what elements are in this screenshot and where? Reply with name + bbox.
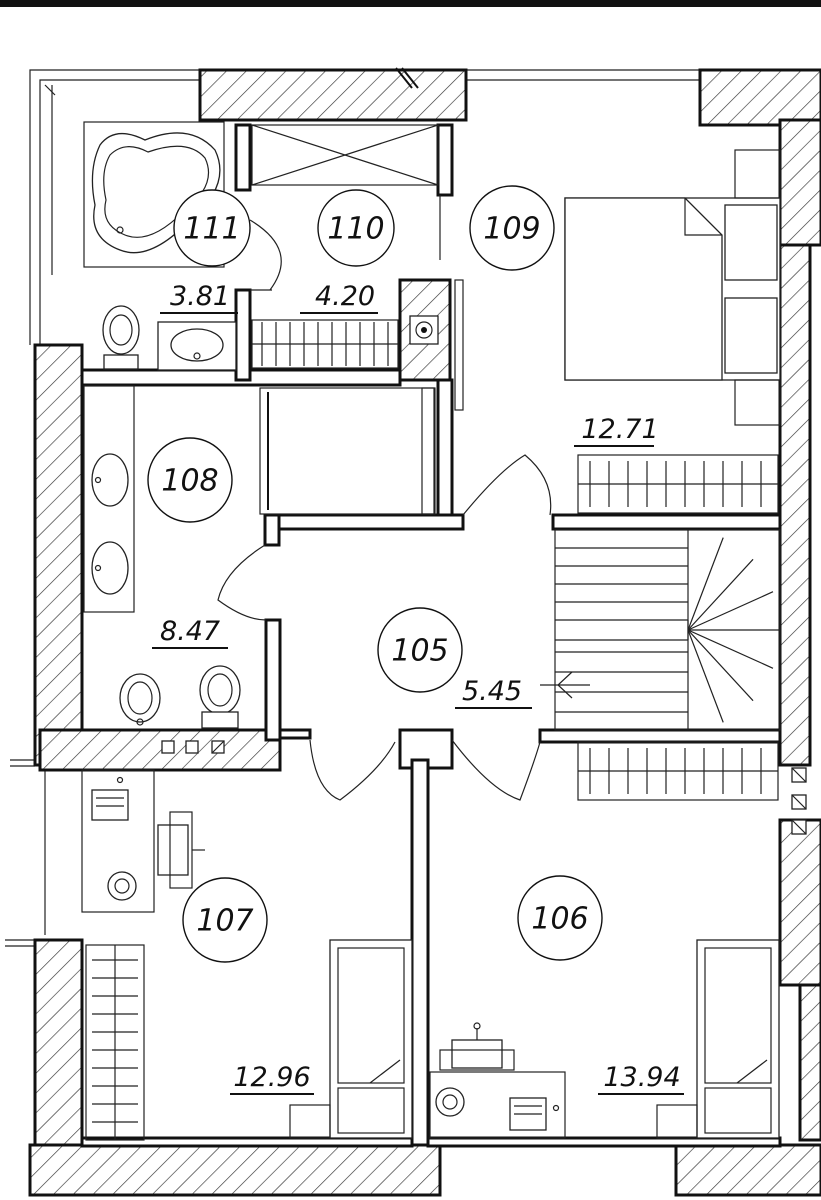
room-109-label: 109 12.71 [469, 185, 659, 447]
shower-108 [259, 387, 436, 515]
room-106-label: 106 13.94 [517, 875, 684, 1095]
exterior-walls [28, 68, 821, 1197]
room-108-label: 108 8.47 [147, 437, 233, 649]
room-111-area: 3.81 [170, 281, 230, 312]
room-106-circle [517, 875, 603, 961]
door-106 [451, 739, 541, 801]
staircase [540, 529, 781, 731]
room-105-number: 105 [391, 634, 448, 669]
interior-walls [80, 123, 782, 1148]
room-107-number: 107 [196, 904, 253, 939]
radiator-109 [577, 454, 779, 514]
door-107 [309, 739, 396, 801]
desk-107 [81, 769, 155, 913]
vanity-108 [83, 385, 135, 613]
chair-107 [157, 811, 205, 889]
vent-boxes [791, 767, 807, 835]
room-105-label: 105 5.45 [377, 607, 532, 709]
room-108-area: 8.47 [160, 616, 220, 647]
radiator-107 [85, 944, 145, 1141]
bed-107 [289, 939, 413, 1139]
bidet-108 [119, 673, 161, 726]
room-107-label: 107 12.96 [182, 877, 314, 1095]
room-106-number: 106 [531, 902, 588, 937]
window-marks [44, 67, 419, 96]
boiler [409, 315, 439, 345]
room-109-circle [469, 185, 555, 271]
room-110-number: 110 [327, 212, 384, 247]
closet-110 [251, 124, 441, 260]
room-111-circle [173, 189, 251, 267]
terrace-outline [5, 69, 700, 947]
room-108-circle [147, 437, 233, 523]
room-109-area: 12.71 [581, 414, 658, 445]
room-105-circle [377, 607, 463, 693]
room-110-circle [317, 189, 395, 267]
room-110-label: 110 4.20 [300, 189, 395, 314]
door-109 [462, 454, 552, 516]
room-107-area: 12.96 [233, 1062, 310, 1093]
toilet-108 [199, 665, 241, 729]
bed-106 [656, 939, 780, 1139]
room-106-area: 13.94 [603, 1062, 680, 1093]
room-109-number: 109 [483, 212, 540, 247]
room-105-area: 5.45 [462, 676, 522, 707]
door-108 [217, 544, 267, 621]
shaft-108 [161, 740, 225, 754]
room-111-label: 111 3.81 [160, 189, 251, 314]
room-111-number: 111 [183, 212, 240, 247]
desk-106 [429, 1071, 566, 1139]
room-107-circle [182, 877, 268, 963]
door-111 [249, 219, 282, 291]
room-110-area: 4.20 [315, 281, 375, 312]
bed-109 [564, 149, 781, 426]
top-border-band [0, 0, 821, 7]
toilet-111 [102, 305, 140, 370]
chair-106 [439, 1022, 515, 1071]
sink-111 [157, 321, 237, 371]
radiator-vertical [454, 279, 464, 411]
room-108-number: 108 [161, 464, 218, 499]
radiator-106 [577, 741, 779, 801]
shelves-110 [251, 319, 399, 369]
